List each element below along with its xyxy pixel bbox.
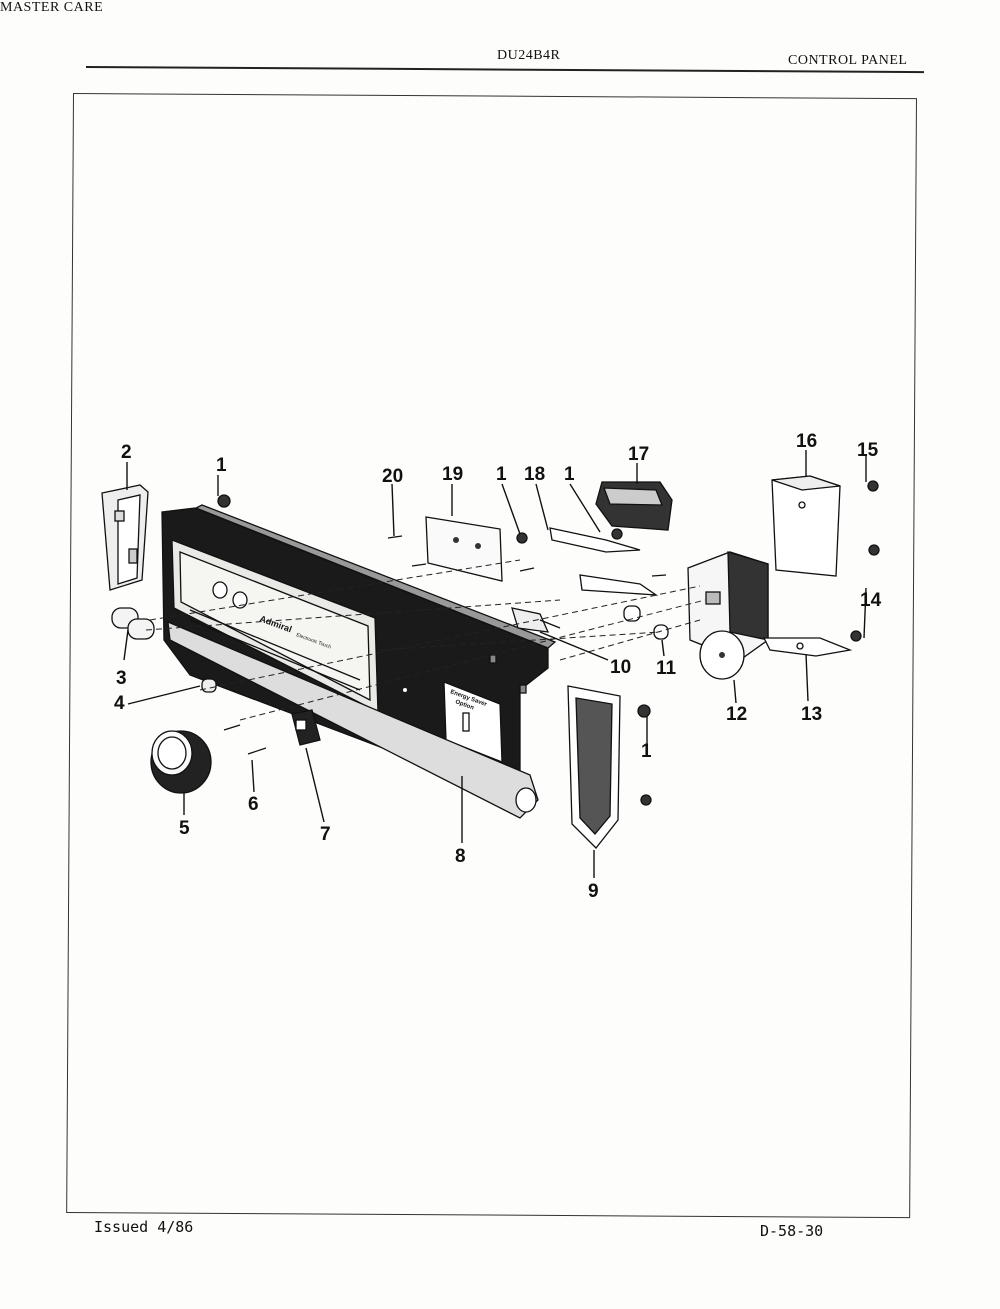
part-18-brackets — [549, 527, 667, 596]
callout-1-top-middle: 1 — [496, 464, 507, 485]
callout-12: 12 — [726, 704, 747, 725]
part-5-knob — [150, 730, 212, 794]
part-10-connector — [511, 607, 561, 633]
part-1-screws — [217, 494, 652, 806]
callout-2: 2 — [121, 442, 132, 463]
part-13-mounting-bracket — [762, 637, 853, 657]
callout-1-top-right: 1 — [564, 464, 575, 485]
callout-20: 20 — [382, 466, 403, 487]
header-section-title: CONTROL PANEL — [788, 53, 908, 68]
callout-3: 3 — [116, 668, 127, 689]
part-9-grille — [567, 685, 621, 849]
part-19-bracket — [387, 516, 535, 582]
callout-7: 7 — [320, 824, 331, 845]
callout-8: 8 — [455, 846, 466, 867]
part-8-control-panel: Admiral Electronic Touch Energy Saver Op… — [161, 504, 557, 819]
callout-11: 11 — [656, 658, 677, 679]
leader-lines — [123, 450, 867, 878]
part-7-rocker-switch — [291, 709, 321, 746]
callout-9: 9 — [588, 881, 599, 902]
callout-19: 19 — [442, 464, 463, 485]
callout-10: 10 — [610, 657, 631, 678]
part-6-screws — [223, 724, 267, 755]
callout-15: 15 — [857, 440, 879, 461]
part-17-switch-module — [595, 481, 673, 531]
callout-1-right: 1 — [641, 741, 652, 762]
callout-5: 5 — [179, 818, 190, 839]
part-14-15-screws — [850, 480, 880, 642]
callout-16: 16 — [796, 431, 817, 452]
callout-13: 13 — [801, 704, 822, 725]
callout-4: 4 — [114, 693, 125, 714]
part-4-lens — [201, 678, 217, 693]
footer-issue-date: Issued 4/86 — [94, 1218, 194, 1236]
alignment-lines — [145, 559, 706, 721]
part-11-bushings — [623, 605, 669, 640]
callout-14: 14 — [860, 590, 882, 611]
part-16-cover — [771, 475, 841, 577]
callout-18: 18 — [524, 464, 545, 485]
callout-17: 17 — [628, 444, 649, 465]
part-12-timer — [687, 551, 769, 680]
callout-6: 6 — [248, 794, 259, 815]
header-left: MASTER CARE — [0, 0, 104, 15]
callout-1-top-left: 1 — [216, 455, 227, 476]
part-3-spacers — [111, 607, 155, 640]
footer-page-code: D-58-30 — [760, 1222, 824, 1240]
part-2-end-cap — [101, 484, 149, 591]
header-model-number: DU24B4R — [497, 48, 561, 63]
